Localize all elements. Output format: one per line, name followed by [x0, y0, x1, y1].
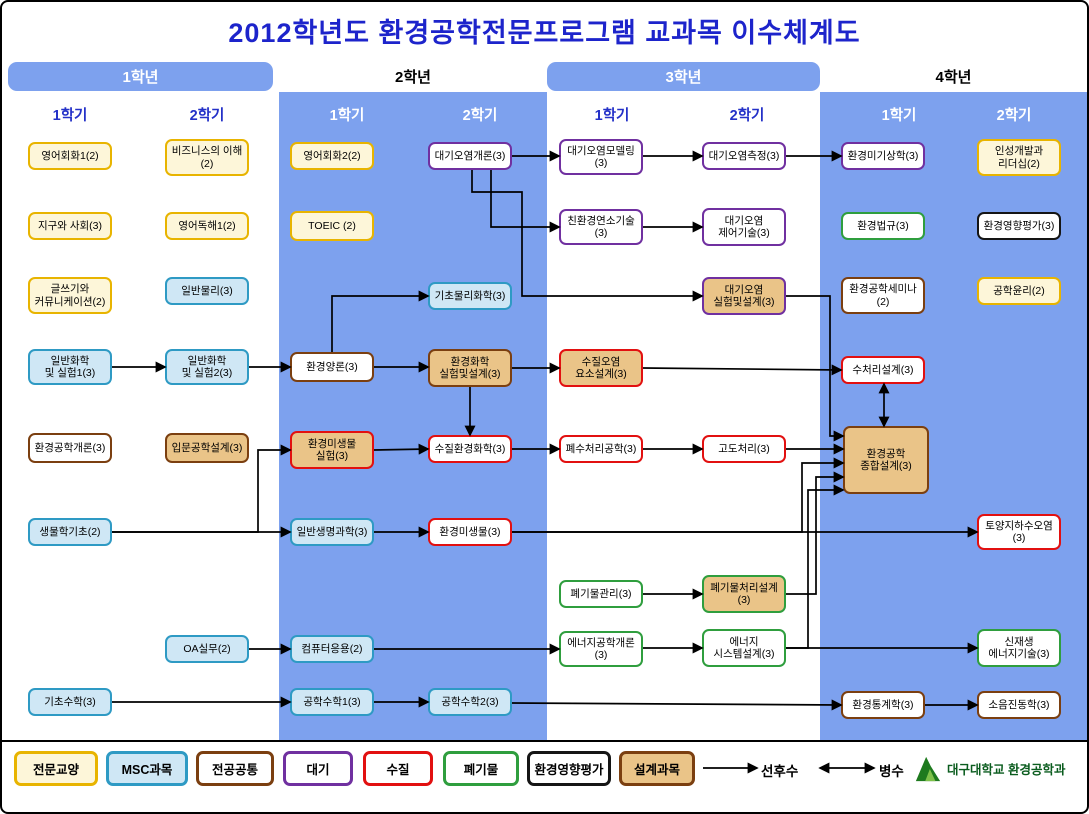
course-box-air-control: 대기오염 제어기술(3): [702, 208, 786, 246]
legend-item-msc: MSC과목: [106, 751, 188, 786]
course-box-basic-biology: 생물학기초(2): [28, 518, 112, 546]
course-box-toeic: TOEIC (2): [290, 211, 374, 241]
course-box-air-intro: 대기오염개론(3): [428, 142, 512, 170]
edge-single-34: [511, 699, 843, 711]
edge-single-15: [642, 364, 843, 376]
semester-header-3: 1학기: [329, 108, 365, 124]
year-header-4: 4학년: [935, 69, 972, 86]
legend-item-water: 수질: [363, 751, 433, 786]
course-box-energy-sys-design: 에너지 시스템설계(3): [702, 629, 786, 667]
semester-header-2: 2학기: [189, 108, 225, 124]
course-box-air-design: 대기오염 실험및설계(3): [702, 277, 786, 315]
course-box-noise-vibration: 소음진동학(3): [977, 691, 1061, 719]
course-box-english-read-1: 영어독해1(2): [165, 212, 249, 240]
course-box-water-env-chem: 수질환경화학(3): [428, 435, 512, 463]
course-box-oa-practice: OA실무(2): [165, 635, 249, 663]
course-box-env-micro-lab: 환경미생물 실험(3): [290, 431, 374, 469]
course-box-computer-app: 컴퓨터응용(2): [290, 635, 374, 663]
course-box-water-elem-design: 수질오염 요소설계(3): [559, 349, 643, 387]
course-box-earth-society: 지구와 사회(3): [28, 212, 112, 240]
university-logo-text: 대구대학교 환경공학과: [947, 763, 1066, 777]
course-box-env-microbiology: 환경미생물(3): [428, 518, 512, 546]
course-box-basic-phys-chem: 기초물리화학(3): [428, 282, 512, 310]
separator-line: [2, 740, 1087, 742]
course-box-env-law: 환경법규(3): [841, 212, 925, 240]
course-box-waste-management: 폐기물관리(3): [559, 580, 643, 608]
semester-header-5: 1학기: [594, 108, 630, 124]
legend-prereq-label: 선후수: [761, 764, 799, 779]
course-box-business: 비즈니스의 이해 (2): [165, 139, 249, 176]
course-box-intro-env-eng: 환경공학개론(3): [28, 433, 112, 463]
year-header-2: 2학년: [395, 69, 431, 86]
year-header-1: 1학년: [8, 62, 273, 91]
semester-header-4: 2학기: [462, 108, 498, 124]
course-box-energy-intro: 에너지공학개론 (3): [559, 631, 643, 667]
legend-item-eia: 환경영향평가: [527, 751, 611, 786]
university-logo-icon: [915, 756, 941, 781]
course-box-english-conv-1: 영어회화1(2): [28, 142, 112, 170]
course-box-gen-chem-lab-1: 일반화학 및 실험1(3): [28, 349, 112, 385]
legend-item-waste: 폐기물: [443, 751, 519, 786]
legend-item-liberal: 전문교양: [14, 751, 98, 786]
course-box-gen-chem-lab-2: 일반화학 및 실험2(3): [165, 349, 249, 385]
course-box-renewable-energy: 신재생 에너지기술(3): [977, 629, 1061, 667]
course-box-eng-math-2: 공학수학2(3): [428, 688, 512, 716]
course-box-env-stoichiometry: 환경양론(3): [290, 352, 374, 382]
semester-header-8: 2학기: [996, 108, 1032, 124]
course-box-micro-meteorology: 환경미기상학(3): [841, 142, 925, 170]
page-title: 2012학년도 환경공학전문프로그램 교과목 이수체계도: [228, 18, 861, 48]
edge-single-23: [512, 457, 845, 533]
course-box-green-combustion: 친환경연소기술 (3): [559, 209, 643, 245]
legend-item-air: 대기: [283, 751, 353, 786]
course-box-intro-eng-design: 입문공학설계(3): [165, 433, 249, 463]
course-box-eng-ethics: 공학윤리(2): [977, 277, 1061, 305]
course-box-waste-design: 폐기물처리설계 (3): [702, 575, 786, 613]
legend-coreq-label: 병수: [879, 764, 904, 779]
course-box-wastewater-eng: 폐수처리공학(3): [559, 435, 643, 463]
course-box-basic-math: 기초수학(3): [28, 688, 112, 716]
course-box-gen-physics: 일반물리(3): [165, 277, 249, 305]
course-box-english-conv-2: 영어회화2(2): [290, 142, 374, 170]
semester-header-7: 1학기: [881, 108, 917, 124]
university-logo: 대구대학교 환경공학과: [914, 751, 1065, 786]
course-box-adv-treatment: 고도처리(3): [702, 435, 786, 463]
legend-item-design: 설계과목: [619, 751, 695, 786]
course-box-gen-life-science: 일반생명과학(3): [290, 518, 374, 546]
course-box-env-seminar: 환경공학세미나 (2): [841, 277, 925, 314]
course-box-soil-groundwater: 토양지하수오염 (3): [977, 514, 1061, 550]
course-box-water-trt-design: 수처리설계(3): [841, 356, 925, 384]
course-box-eia: 환경영향평가(3): [977, 212, 1061, 240]
course-box-env-chem-design: 환경화학 실험및설계(3): [428, 349, 512, 387]
course-box-air-modeling: 대기오염모델링 (3): [559, 139, 643, 175]
course-box-env-statistics: 환경통계학(3): [841, 691, 925, 719]
course-box-leadership: 인성개발과 리더십(2): [977, 139, 1061, 176]
legend-item-major: 전공공통: [196, 751, 274, 786]
course-box-capstone-design: 환경공학 종합설계(3): [843, 426, 929, 494]
semester-header-6: 2학기: [729, 108, 765, 124]
semester-header-1: 1학기: [52, 108, 88, 124]
course-box-eng-math-1: 공학수학1(3): [290, 688, 374, 716]
course-box-air-measurement: 대기오염측정(3): [702, 142, 786, 170]
course-box-writing-comm: 글쓰기와 커뮤니케이션(2): [28, 277, 112, 314]
year-header-3: 3학년: [547, 62, 820, 91]
